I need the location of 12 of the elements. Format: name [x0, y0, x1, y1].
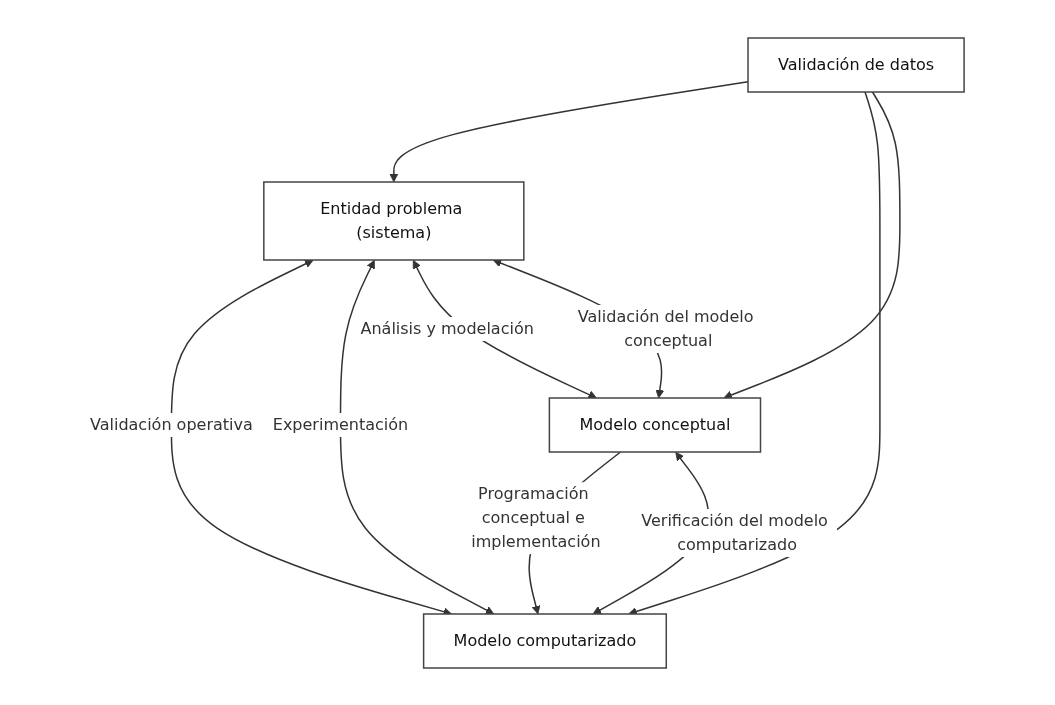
- edge-label: Análisis y modelación: [360, 318, 535, 338]
- edge-label: Verificación del modelo computarizado: [641, 510, 829, 554]
- edge-label: Experimentación: [273, 414, 409, 434]
- arrow: [340, 259, 495, 614]
- node-box: Validación de datos: [747, 36, 966, 93]
- edge-label: Programación conceptual e implementación: [471, 483, 601, 551]
- node-box: Modelo computarizado: [423, 612, 668, 669]
- edge-label: Validación operativa: [90, 414, 254, 434]
- edge-label: Validación del modelo conceptual: [578, 306, 755, 350]
- node-box: Entidad problema (sistema): [263, 180, 526, 261]
- node-box: Modelo conceptual: [549, 396, 762, 453]
- arrow: [723, 90, 902, 399]
